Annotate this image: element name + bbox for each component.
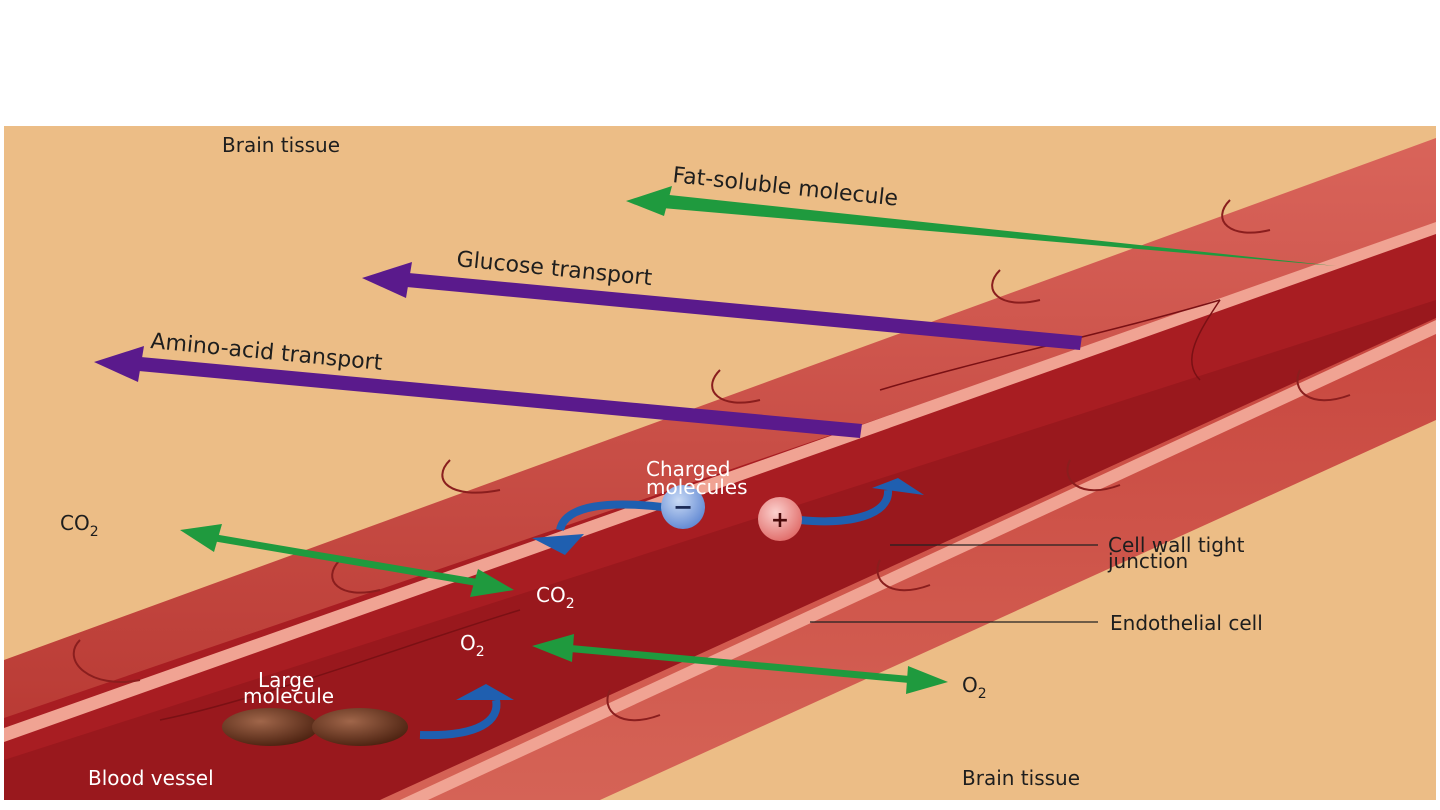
large-molecule-sphere [312,708,408,746]
brain-tissue-label-bottom: Brain tissue [962,766,1080,790]
brain-tissue-label-top: Brain tissue [222,133,340,157]
blood-vessel-label: Blood vessel [88,766,214,790]
large-molecule-sphere [222,708,318,746]
charged-molecules-label-2: molecules [646,475,748,499]
large-molecule-label-2: molecule [243,684,334,708]
positive-ion-sign: + [771,508,789,533]
endothelial-cell-label: Endothelial cell [1110,611,1263,635]
tight-junction-label-2: junction [1107,549,1188,573]
